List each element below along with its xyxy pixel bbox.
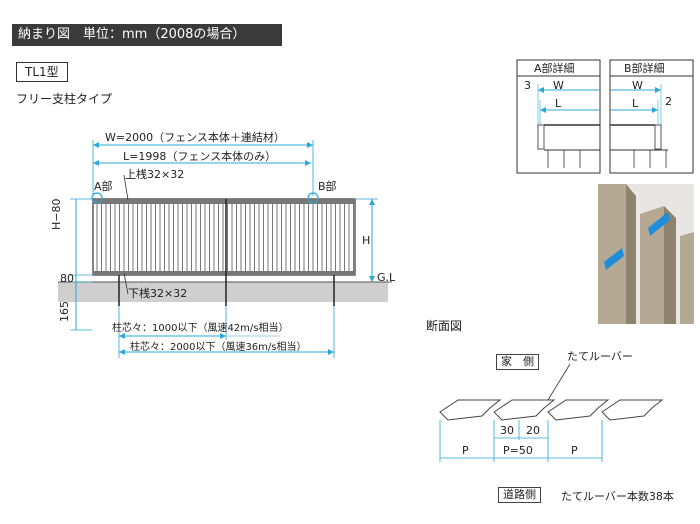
louver-3d-image: [598, 184, 694, 324]
detail-b-frame: [609, 59, 694, 174]
part-a-label: A部: [94, 180, 113, 193]
post-spacing-2000: 柱芯々：2000以下（風速36m/s相当）: [130, 342, 307, 353]
top-rail-label: 上桟32×32: [125, 168, 185, 181]
dim-30-label: 30: [500, 424, 514, 437]
detail-b-num: 2: [665, 95, 672, 108]
h-minus-label: H−80: [50, 198, 63, 231]
dim-80-label: 80: [60, 272, 74, 285]
detail-a-w: W: [553, 79, 564, 92]
gl-label: G.L: [377, 271, 396, 284]
detail-a-frame: [516, 59, 601, 174]
pitch-left-label: P: [462, 444, 469, 457]
top-rail-bar: [93, 199, 355, 204]
section-title: 断面図: [426, 319, 463, 333]
bottom-rail-bar: [93, 271, 355, 275]
detail-b-title: B部詳細: [624, 62, 665, 75]
h-label: H: [362, 234, 371, 247]
detail-a-title: A部詳細: [534, 62, 575, 75]
model-label: TL1型: [16, 62, 68, 82]
louver-lines: [96, 204, 354, 271]
detail-a-l: L: [555, 97, 562, 110]
dim-20-label: 20: [526, 424, 540, 437]
dim-165-label: 165: [58, 301, 71, 322]
part-b-label: B部: [318, 180, 337, 193]
fence-panel: [92, 198, 356, 276]
l-dimension-label: L=1998（フェンス本体のみ）: [123, 150, 277, 163]
post-spacing-1000: 柱芯々：1000以下（風速42m/s相当）: [112, 323, 289, 334]
page-title: 納まり図 単位：mm（2008の場合）: [12, 24, 282, 46]
ground-band: [58, 282, 388, 302]
detail-b-l: L: [632, 97, 639, 110]
detail-a-num: 3: [524, 79, 531, 92]
detail-b-w: W: [632, 79, 643, 92]
pitch-mid-label: P=50: [503, 444, 533, 457]
pitch-right-label: P: [571, 444, 578, 457]
section-profiles: [439, 399, 664, 421]
louver-count-label: たてルーバー本数38本: [561, 490, 674, 503]
road-side-tag: 道路側: [498, 487, 541, 503]
louver-label: たてルーバー: [567, 350, 633, 363]
house-side-tag: 家 側: [496, 354, 539, 370]
w-dimension-label: W=2000（フェンス本体＋連結材）: [105, 131, 285, 144]
bottom-rail-label: 下桟32×32: [128, 287, 188, 300]
part-a-marker: [91, 192, 103, 204]
model-subtitle: フリー支柱タイプ: [16, 92, 113, 106]
